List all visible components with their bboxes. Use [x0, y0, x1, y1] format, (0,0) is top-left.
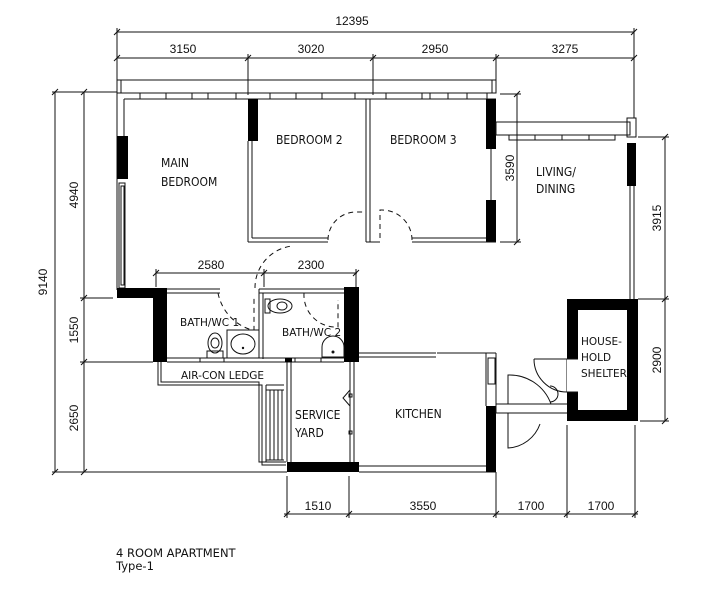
dim-bath-2: 2300	[298, 258, 325, 272]
label-service-yard-2: YARD	[294, 426, 324, 440]
plan-subtitle: Type-1	[116, 559, 154, 573]
main-bedroom-walls	[116, 93, 167, 298]
kitchen-walls	[286, 352, 497, 473]
dim-bath-1: 2580	[198, 258, 225, 272]
bath-fixtures	[206, 298, 345, 359]
plan-title: 4 ROOM APARTMENT	[116, 546, 236, 560]
bath-dimensions	[152, 269, 360, 287]
top-dimensions	[113, 28, 638, 118]
bath-corridor-door-swing	[254, 245, 293, 289]
label-aircon-ledge: AIR-CON LEDGE	[181, 370, 264, 382]
dim-left-1: 4940	[67, 181, 81, 208]
bath2-door-swing	[303, 292, 339, 328]
label-kitchen: KITCHEN	[395, 407, 442, 421]
dim-bedroom3-depth: 3590	[503, 154, 517, 181]
left-dimensions	[51, 88, 287, 476]
aircon-ledge	[157, 362, 286, 466]
label-shelter-2: HOLD	[581, 352, 611, 364]
dim-shelter-right: 2900	[650, 346, 664, 373]
label-bedroom-2: BEDROOM 2	[276, 133, 343, 147]
plan-caption: 4 ROOM APARTMENT Type-1	[116, 547, 236, 573]
label-service-yard-1: SERVICE	[295, 408, 341, 422]
bedroom3-door-swing	[379, 209, 413, 241]
bottom-dimensions	[283, 425, 639, 518]
top-ledge	[116, 79, 497, 100]
bedroom2-walls	[247, 99, 380, 243]
label-bath-1: BATH/WC 1	[180, 317, 239, 329]
bath-walls	[153, 287, 359, 363]
dim-bottom-4: 1700	[588, 499, 615, 513]
label-shelter-3: SHELTER	[581, 368, 627, 380]
dim-top-2: 3020	[298, 42, 325, 56]
label-living-2: DINING	[536, 182, 575, 196]
dim-bottom-2: 3550	[410, 499, 437, 513]
dim-top-3: 2950	[422, 42, 449, 56]
dim-bottom-3: 1700	[518, 499, 545, 513]
label-living-1: LIVING/	[536, 165, 576, 179]
bedroom3-walls	[412, 99, 496, 243]
dim-overall-width: 12395	[335, 14, 369, 28]
dim-living-right: 3915	[650, 204, 664, 231]
right-dimensions	[500, 90, 669, 425]
dim-left-3: 2650	[67, 404, 81, 431]
label-shelter-1: HOUSE-	[581, 336, 622, 348]
dim-left-2: 1550	[67, 316, 81, 343]
dim-bottom-1: 1510	[305, 499, 332, 513]
living-walls	[495, 117, 637, 299]
entrance-door	[495, 358, 569, 449]
household-shelter-walls	[567, 299, 638, 421]
bath1-door-swing	[217, 292, 255, 331]
dim-overall-height: 9140	[36, 268, 50, 295]
label-bedroom-3: BEDROOM 3	[390, 133, 457, 147]
dim-top-4: 3275	[552, 42, 579, 56]
bedroom2-door-swing	[327, 211, 367, 241]
dim-top-1: 3150	[170, 42, 197, 56]
label-bath-2: BATH/WC 2	[282, 327, 341, 339]
label-main-bedroom-1: MAIN	[161, 156, 189, 170]
label-main-bedroom-2: BEDROOM	[161, 175, 217, 189]
